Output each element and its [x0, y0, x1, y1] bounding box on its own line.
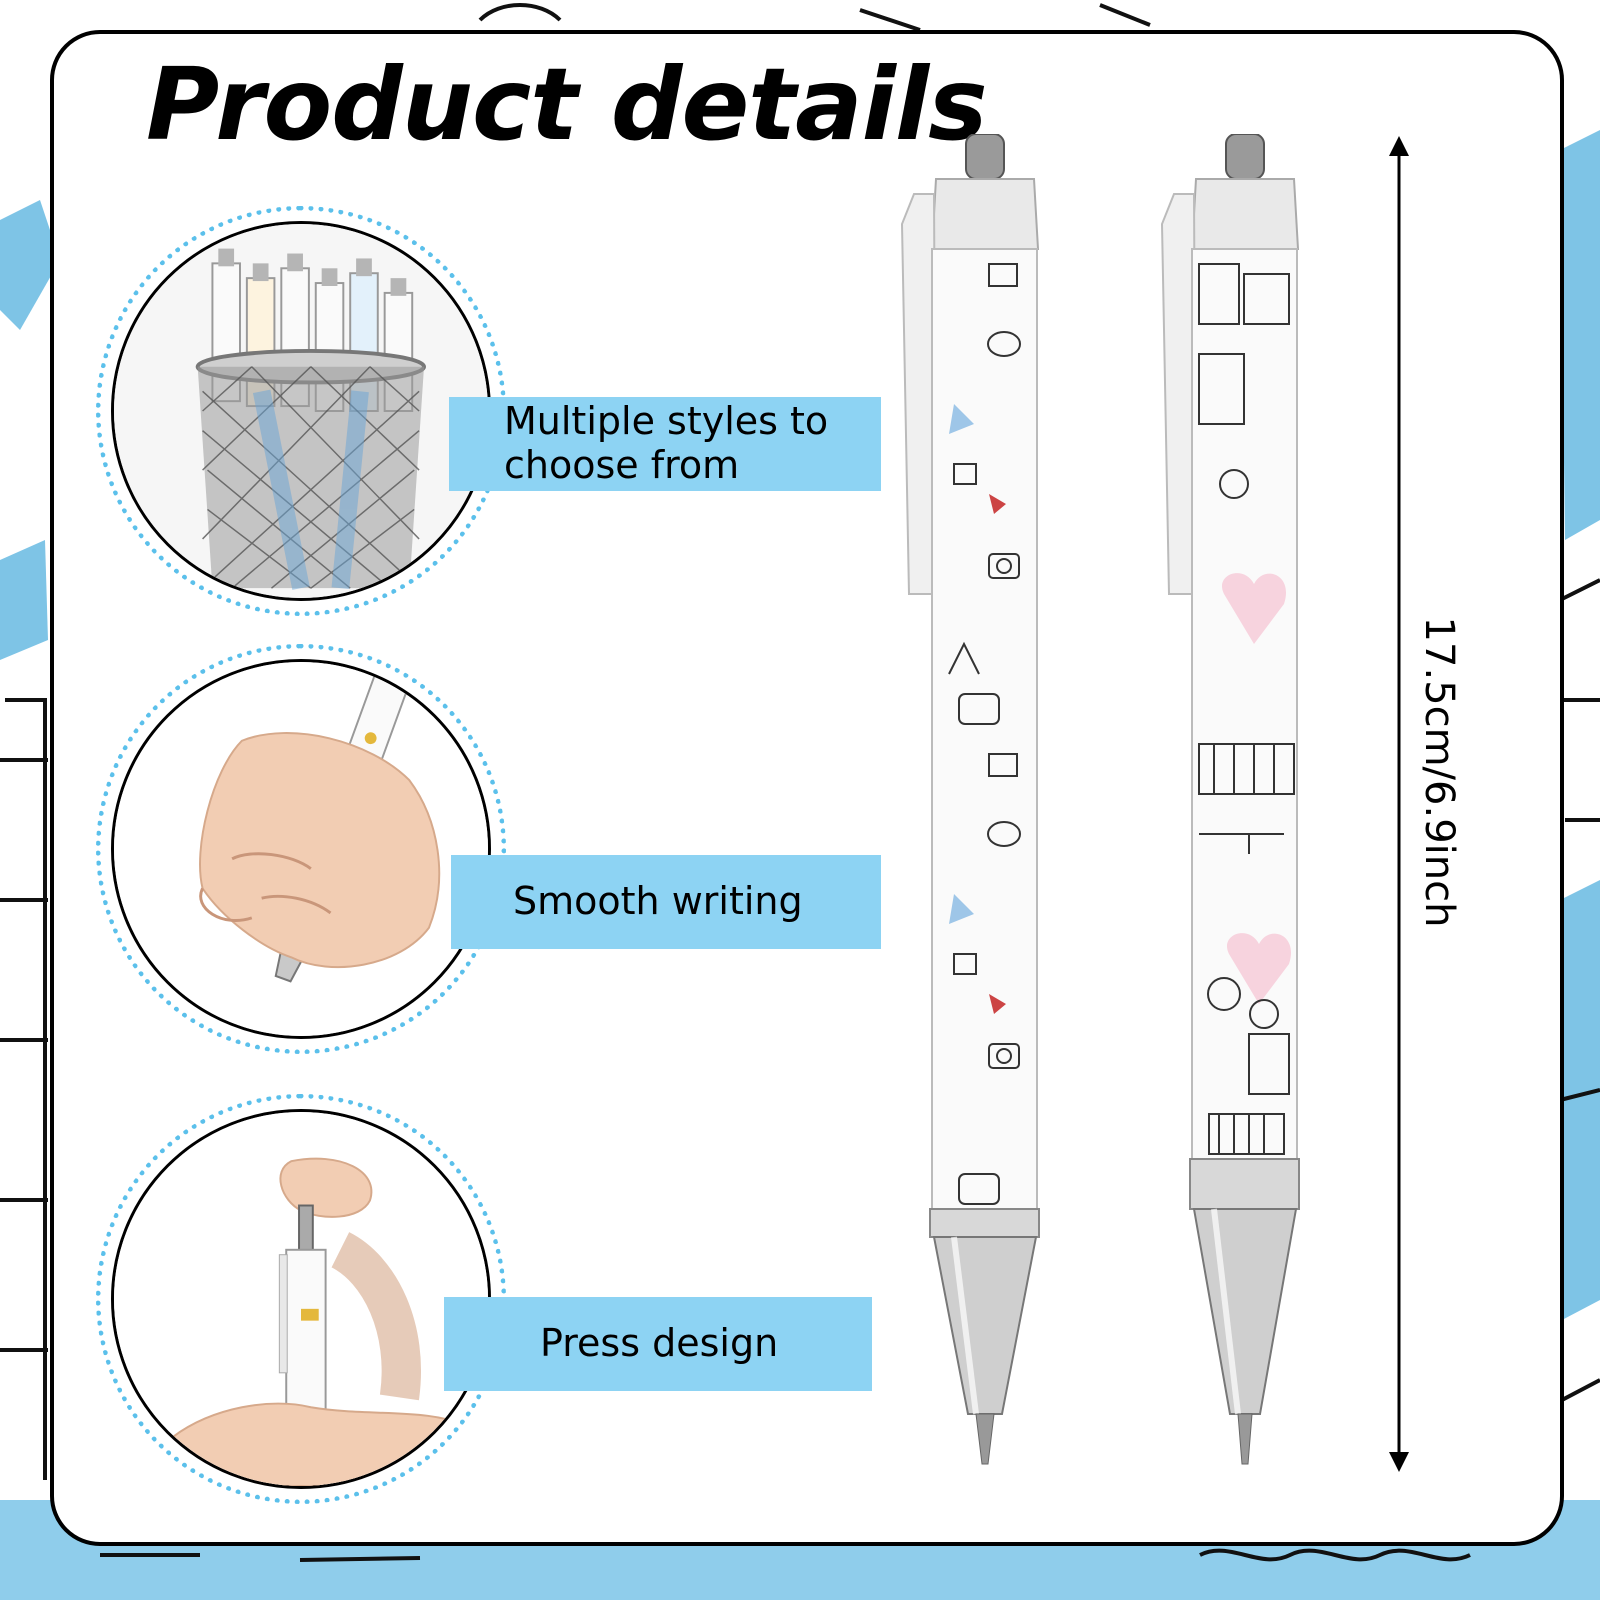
- dimension-arrow: [1389, 136, 1409, 1472]
- pen-paris-style: [1160, 134, 1300, 1465]
- feature-text: Press design: [540, 1321, 779, 1366]
- feature-label-writing: Smooth writing: [451, 855, 881, 949]
- hand-writing-pen-icon: [114, 662, 488, 1036]
- feature-label-press: Press design: [444, 1297, 872, 1391]
- page-title: Product details: [146, 46, 988, 163]
- feature-label-styles: Multiple styles to choose from: [449, 397, 881, 491]
- product-details-card: Product details: [50, 30, 1564, 1546]
- pen-new-york-style: [900, 134, 1040, 1465]
- feature-text: Smooth writing: [513, 879, 803, 924]
- pen-holder-cup-icon: [114, 224, 488, 598]
- dimension-label: 17.5cm/6.9inch: [1416, 616, 1462, 928]
- feature-image-press: [96, 1094, 506, 1504]
- feature-text: Multiple styles to choose from: [504, 399, 829, 487]
- feature-image-writing: [96, 644, 506, 1054]
- feature-image-styles: [96, 206, 506, 616]
- fingers-pressing-pen-icon: [114, 1112, 488, 1486]
